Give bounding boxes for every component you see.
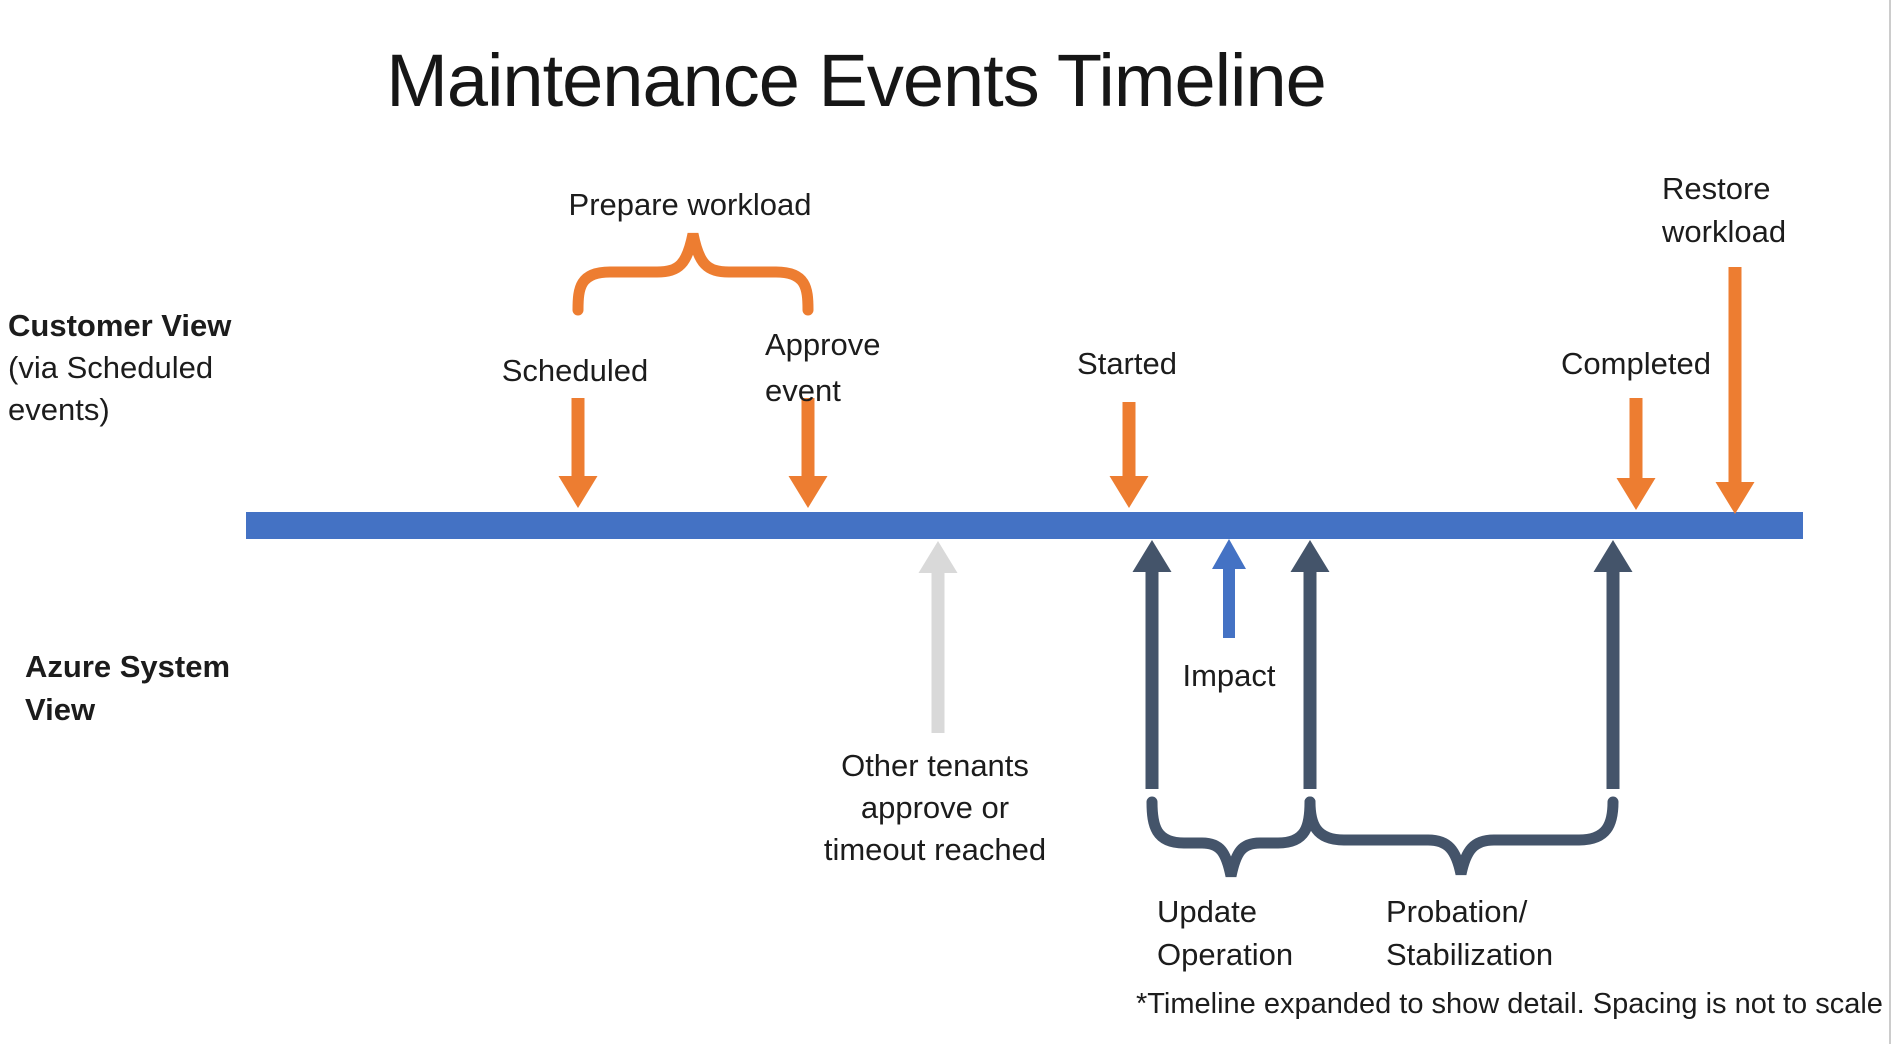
update-operation-line2: Operation [1157,937,1294,972]
approve-event-line2: event [765,373,841,408]
probation-line2: Stabilization [1386,937,1554,972]
other-tenants-line2: approve or [860,790,1010,825]
customer-view-label: Customer View (via Scheduled events) [8,305,231,431]
update-operation-label: Update Operation [1157,890,1293,976]
probation-brace-icon [1304,796,1619,876]
azure-view-title-line2: View [25,692,96,727]
prepare-workload-brace-icon [572,232,814,316]
customer-view-title: Customer View [8,308,232,343]
restore-workload-line2: workload [1662,214,1787,249]
completed-label: Completed [1561,346,1711,381]
other-tenants-label: Other tenants approve or timeout reached [824,745,1046,871]
slide-edge-line [1889,0,1891,1044]
impact-arrow-icon [1212,539,1246,638]
started-label: Started [1077,346,1177,381]
azure-view-title-line1: Azure System [25,649,231,684]
impact-label: Impact [1182,658,1276,693]
update-operation-brace-icon [1146,796,1316,878]
customer-view-subtitle-line1: (via Scheduled [8,350,214,385]
approve-event-arrow-icon [788,398,828,508]
other-tenants-arrow-icon [918,541,958,733]
probation-end-arrow-icon [1593,540,1633,789]
other-tenants-line3: timeout reached [823,832,1047,867]
approve-event-label: Approve event [765,322,880,414]
timeline-bar [246,512,1803,539]
completed-arrow-icon [1616,398,1656,510]
probation-line1: Probation/ [1386,894,1528,929]
started-arrow-icon [1109,402,1149,508]
footnote: *Timeline expanded to show detail. Spaci… [1136,988,1883,1020]
restore-workload-line1: Restore [1662,171,1771,206]
restore-workload-arrow-icon [1715,267,1755,514]
scheduled-arrow-icon [558,398,598,508]
update-operation-line1: Update [1157,894,1257,929]
scheduled-label: Scheduled [501,353,649,388]
azure-view-label: Azure System View [25,645,230,731]
customer-view-subtitle-line2: events) [8,392,110,427]
update-end-arrow-icon [1290,540,1330,789]
update-start-arrow-icon [1132,540,1172,789]
approve-event-line1: Approve [765,327,881,362]
page-title: Maintenance Events Timeline [386,39,1327,122]
probation-stabilization-label: Probation/ Stabilization [1386,890,1553,976]
restore-workload-label: Restore workload [1662,167,1786,253]
prepare-workload-label: Prepare workload [568,187,812,222]
other-tenants-line1: Other tenants [841,748,1029,783]
